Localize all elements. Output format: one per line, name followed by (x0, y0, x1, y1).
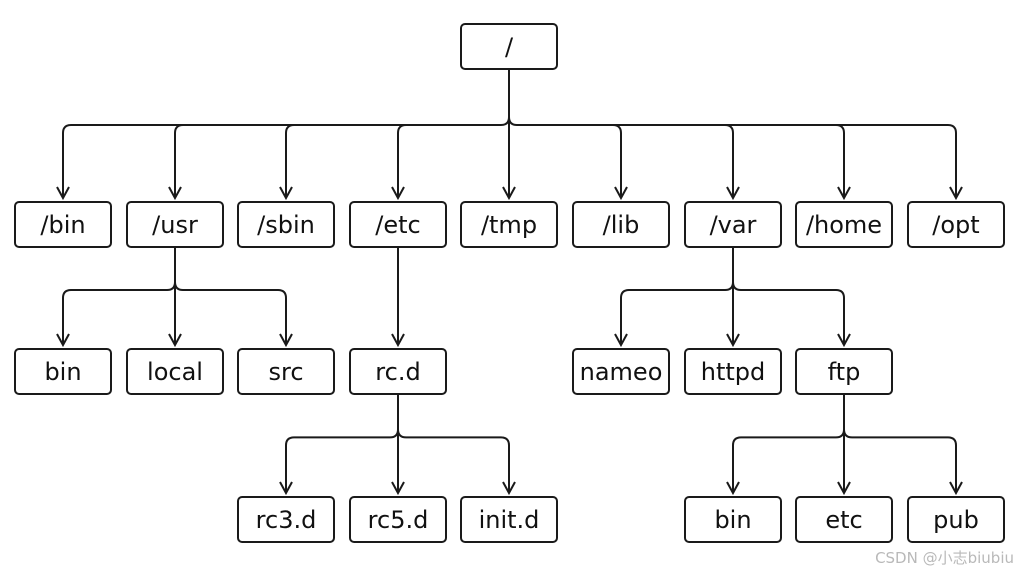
node-rcd-init: init.d (460, 496, 558, 543)
connector-usr (62, 248, 287, 345)
node-lib: /lib (572, 201, 670, 248)
arrowhead-var_nameo (614, 333, 628, 348)
node-var-nameo: nameo (572, 348, 670, 395)
connector-root (62, 70, 957, 198)
node-ftp-bin: bin (684, 496, 782, 543)
node-usr-src: src (237, 348, 335, 395)
node-usr-local: local (126, 348, 224, 395)
connector-etc_rcd (285, 395, 510, 493)
node-sbin: /sbin (237, 201, 335, 248)
node-home: /home (795, 201, 893, 248)
node-rcd-rc5: rc5.d (349, 496, 447, 543)
node-root: / (460, 23, 558, 70)
arrowhead-ftp_pub (949, 481, 963, 496)
node-var-ftp: ftp (795, 348, 893, 395)
arrowhead-opt (949, 186, 963, 201)
node-rcd-rc3: rc3.d (237, 496, 335, 543)
arrowhead-bin (56, 186, 70, 201)
arrowhead-rcd_rc3 (279, 481, 293, 496)
arrowhead-rcd_rc5 (391, 481, 405, 496)
arrowhead-lib (614, 186, 628, 201)
node-ftp-etc: etc (795, 496, 893, 543)
node-var: /var (684, 201, 782, 248)
connector-var (620, 248, 845, 345)
watermark: CSDN @小志biubiu (875, 549, 1014, 567)
node-bin: /bin (14, 201, 112, 248)
node-ftp-pub: pub (907, 496, 1005, 543)
arrowhead-ftp_bin (726, 481, 740, 496)
arrowhead-ftp_etc (837, 481, 851, 496)
node-etc: /etc (349, 201, 447, 248)
arrowhead-home (837, 186, 851, 201)
arrowhead-var (726, 186, 740, 201)
connector-var_ftp (732, 395, 957, 493)
arrowhead-sbin (279, 186, 293, 201)
node-opt: /opt (907, 201, 1005, 248)
arrowhead-usr (168, 186, 182, 201)
node-tmp: /tmp (460, 201, 558, 248)
arrowhead-var_ftp (837, 333, 851, 348)
arrowhead-var_httpd (726, 333, 740, 348)
arrowhead-tmp (502, 186, 516, 201)
arrowhead-rcd_init (502, 481, 516, 496)
arrowhead-usr_local (168, 333, 182, 348)
arrowhead-etc_rcd (391, 333, 405, 348)
arrowhead-usr_bin (56, 333, 70, 348)
arrowhead-etc (391, 186, 405, 201)
node-etc-rcd: rc.d (349, 348, 447, 395)
arrowhead-usr_src (279, 333, 293, 348)
node-usr-bin: bin (14, 348, 112, 395)
node-var-httpd: httpd (684, 348, 782, 395)
node-usr: /usr (126, 201, 224, 248)
